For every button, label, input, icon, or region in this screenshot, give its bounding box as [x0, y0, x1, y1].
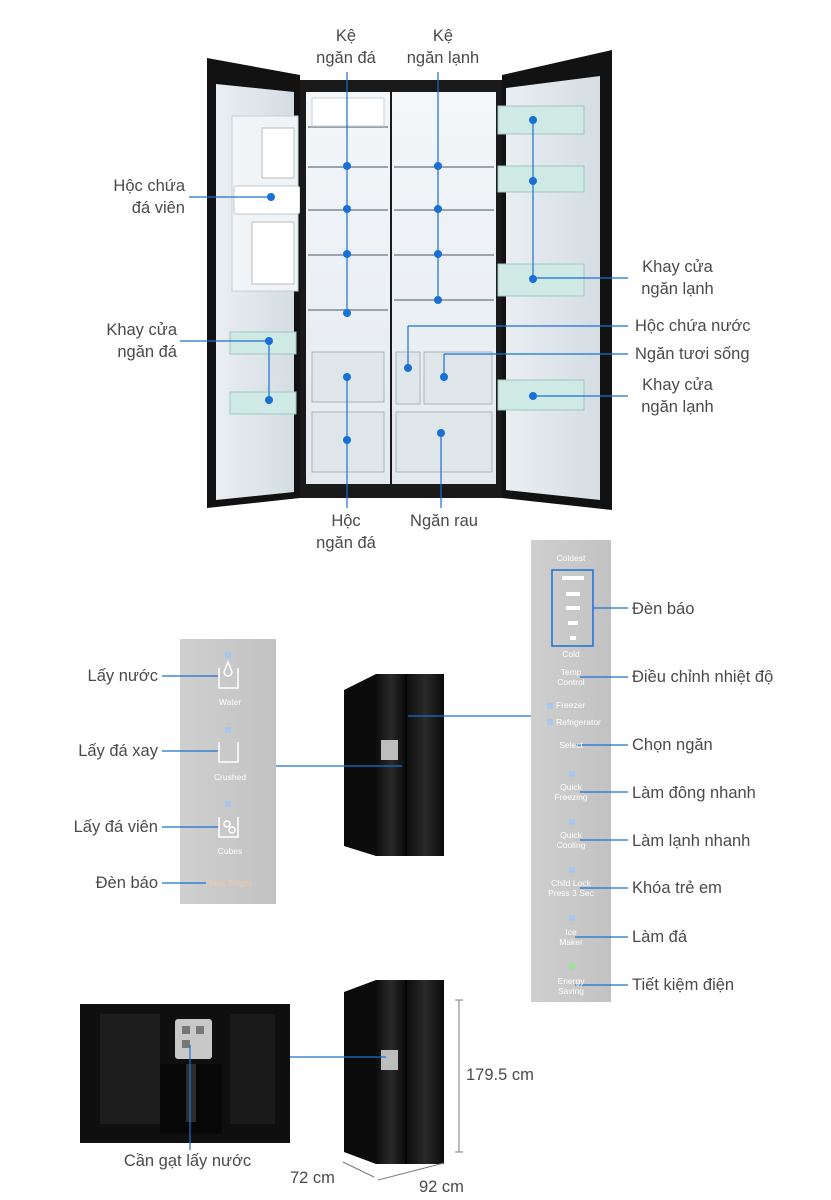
refrigerator-text: Refrigerator: [556, 717, 601, 727]
label-khoa-tre-em: Khóa trẻ em: [632, 879, 722, 897]
button-crushed-text: Crushed: [213, 772, 247, 782]
label-can-gat-lay-nuoc: Cần gạt lấy nước: [123, 1152, 252, 1170]
tank-empty-text: Tank Empty: [207, 878, 253, 888]
label-lay-da-xay: Lấy đá xay: [78, 742, 158, 760]
label-dieu-chinh-nhiet-do: Điều chỉnh nhiệt độ: [632, 668, 774, 686]
dispenser-icons: [218, 659, 239, 838]
label-lam-da: Làm đá: [632, 928, 688, 946]
callout-dots: [265, 116, 537, 444]
dispenser-panel: [180, 639, 276, 904]
temp-bars: [562, 576, 584, 640]
dimension-height: 179.5 cm: [466, 1066, 534, 1084]
dimension-width: 92 cm: [419, 1178, 464, 1196]
label-lay-nuoc: Lấy nước: [87, 667, 158, 685]
dispenser-photo: [80, 1004, 290, 1143]
label-ngan-tuoi-song: Ngăn tươi sống: [635, 345, 750, 363]
select-text: Select: [559, 740, 583, 750]
label-ngan-rau: Ngăn rau: [410, 512, 478, 530]
label-tiet-kiem-dien: Tiết kiệm điện: [632, 976, 735, 994]
fridge-front-image: [344, 674, 444, 856]
open-fridge-image: [207, 50, 612, 510]
label-den-bao-right: Đèn báo: [632, 600, 695, 618]
label-chon-ngan: Chọn ngăn: [632, 736, 713, 754]
cold-text: Cold: [562, 649, 580, 659]
fridge-dimension-image: [344, 980, 444, 1164]
label-lam-lanh-nhanh: Làm lạnh nhanh: [632, 832, 751, 850]
label-lam-dong-nhanh: Làm đông nhanh: [632, 784, 756, 802]
control-indicator-dots: [547, 703, 575, 921]
callout-lines: [162, 72, 628, 1150]
button-cubes-text: Cubes: [217, 846, 243, 856]
label-hoc-chua-nuoc: Hộc chứa nước: [635, 317, 751, 335]
energy-indicator-dot: [569, 963, 575, 969]
label-den-bao-left: Đèn báo: [95, 874, 158, 892]
panel-indicator-dots: [225, 652, 231, 807]
dimension-depth: 72 cm: [290, 1169, 335, 1187]
coldest-text: Coldest: [556, 553, 586, 563]
button-water-text: Water: [218, 697, 242, 707]
label-lay-da-vien: Lấy đá viên: [73, 818, 158, 836]
freezer-text: Freezer: [556, 700, 586, 710]
dimension-lines: [342, 999, 463, 1181]
